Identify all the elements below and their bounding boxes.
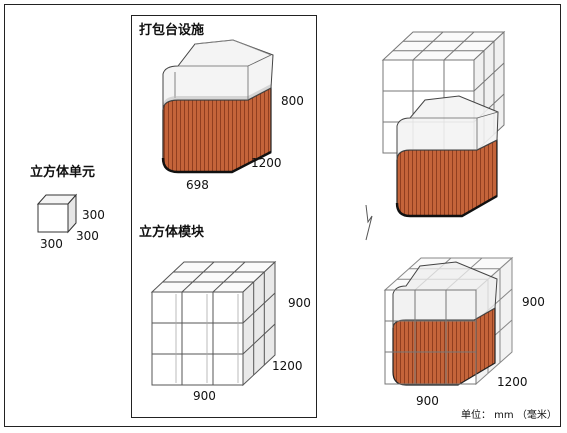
module-width-label: 900: [193, 389, 216, 403]
module-height-label: 900: [288, 296, 311, 310]
diagram-frame: [4, 4, 561, 427]
cube-dim-front: 300: [76, 229, 99, 243]
assembly-height-label: 900: [522, 295, 545, 309]
cube-dim-left: 300: [40, 237, 63, 251]
assembly-width-label: 900: [416, 394, 439, 408]
unit-note: 单位： mm （毫米）: [461, 410, 557, 421]
cube-unit-title: 立方体单元: [30, 165, 96, 180]
packing-table-drawing: [161, 39, 274, 174]
cube-module-title: 立方体模块: [139, 225, 205, 240]
cube-dim-right: 300: [82, 208, 105, 222]
cube-module-drawing: [150, 260, 277, 387]
exploded-table-drawing: [395, 95, 499, 218]
explode-arrow: [365, 204, 373, 241]
center-panel: [131, 15, 317, 418]
packing-length-label: 1200: [251, 156, 282, 170]
cube-unit-drawing: [36, 193, 78, 234]
packing-table-title: 打包台设施: [139, 23, 205, 38]
assembly-drawing: [383, 256, 514, 386]
packing-height-label: 800: [281, 94, 304, 108]
packing-width-label: 698: [186, 178, 209, 192]
assembly-depth-label: 1200: [497, 375, 528, 389]
module-depth-label: 1200: [272, 359, 303, 373]
